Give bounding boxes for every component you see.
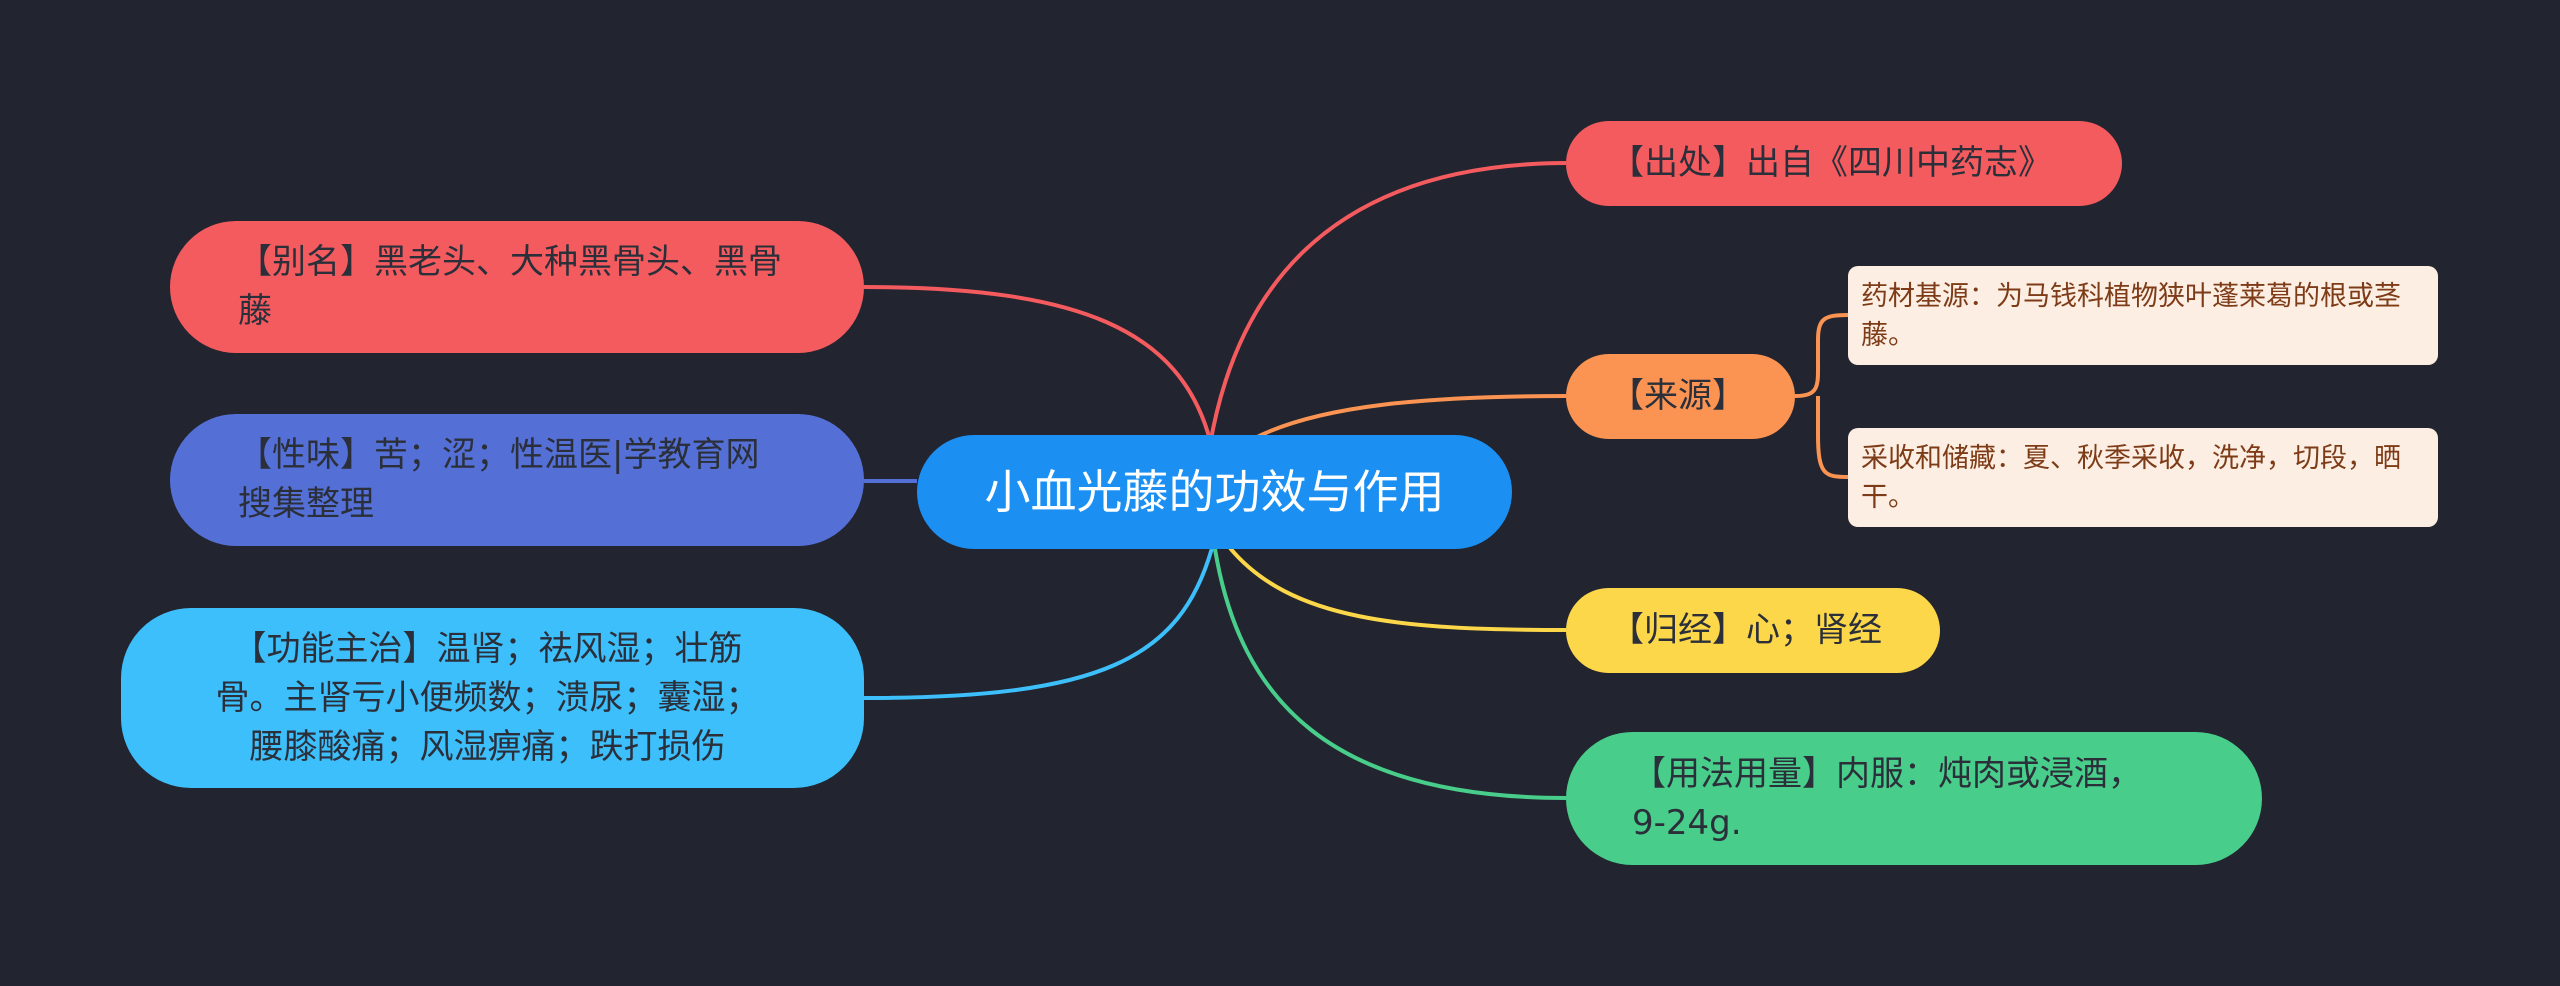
link-alias [863,285,1212,441]
topic-origin[interactable]: 【出处】出自《四川中药志》 [1566,121,2122,206]
topic-origin-label: 【出处】出自《四川中药志》 [1610,143,2052,183]
topic-source-label: 【来源】 [1610,376,1746,416]
subtopic-harvest-storage-label: 采收和储藏：夏、秋季采收，洗净，切段，晒干。 [1861,442,2401,513]
link-origin [1208,161,1567,446]
link-channel [1228,546,1567,632]
bracket-source [1794,313,1849,479]
topic-alias[interactable]: 【别名】黑老头、大种黑骨头、黑骨藤 [170,221,864,353]
topic-function-label: 【功能主治】温肾；祛风湿；壮筋骨。主肾亏小便频数；溃尿；囊湿；腰膝酸痛；风湿痹痛… [215,628,760,767]
topic-taste[interactable]: 【性味】苦；涩；性温医|学教育网搜集整理 [170,414,864,546]
link-usage [1213,548,1567,800]
subtopic-harvest-storage[interactable]: 采收和储藏：夏、秋季采收，洗净，切段，晒干。 [1848,428,2438,527]
topic-function[interactable]: 【功能主治】温肾；祛风湿；壮筋骨。主肾亏小便频数；溃尿；囊湿；腰膝酸痛；风湿痹痛… [121,608,864,788]
subtopic-material-origin[interactable]: 药材基源：为马钱科植物狭叶蓬莱葛的根或茎藤。 [1848,266,2438,365]
topic-usage[interactable]: 【用法用量】内服：炖肉或浸酒，9-24g. [1566,732,2262,865]
central-topic-label: 小血光藤的功效与作用 [984,464,1445,519]
topic-alias-label: 【别名】黑老头、大种黑骨头、黑骨藤 [238,242,782,331]
link-func [863,547,1214,700]
topic-usage-label: 【用法用量】内服：炖肉或浸酒，9-24g. [1632,753,2142,843]
topic-taste-label: 【性味】苦；涩；性温医|学教育网搜集整理 [238,435,760,524]
topic-channel-label: 【归经】心；肾经 [1610,610,1882,650]
subtopic-material-origin-label: 药材基源：为马钱科植物狭叶蓬莱葛的根或茎藤。 [1861,280,2401,351]
central-topic[interactable]: 小血光藤的功效与作用 [917,435,1512,549]
link-source [1254,394,1567,440]
topic-source[interactable]: 【来源】 [1566,354,1795,439]
topic-channel[interactable]: 【归经】心；肾经 [1566,588,1940,673]
